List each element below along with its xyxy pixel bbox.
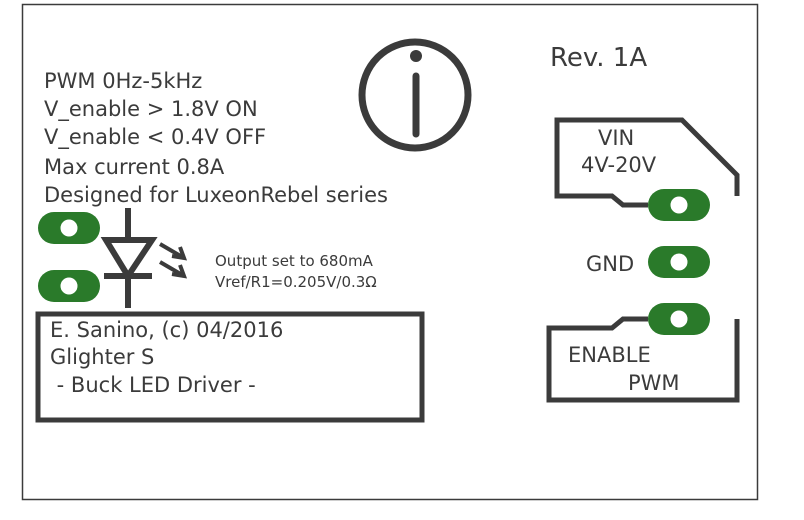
spec-line: V_enable > 1.8V ON — [44, 97, 258, 122]
title-block-frame — [35, 311, 425, 423]
output-note-line2: Vref/R1=0.205V/0.3Ω — [215, 273, 377, 291]
vin-label: VIN — [598, 126, 634, 150]
output-note-line1: Output set to 680mA — [215, 252, 374, 270]
gnd-pad — [648, 246, 710, 278]
gnd-label: GND — [586, 252, 634, 276]
spec-line: V_enable < 0.4V OFF — [44, 125, 266, 150]
vin-range: 4V-20V — [581, 153, 657, 177]
enable-outline — [546, 316, 740, 403]
board-outline — [21, 3, 759, 501]
spec-line: PWM 0Hz-5kHz — [44, 69, 202, 93]
revision-label: Rev. 1A — [550, 43, 647, 73]
vin-outline — [554, 117, 740, 208]
led-diode-icon — [100, 208, 188, 308]
vin-pad — [648, 189, 710, 221]
spec-line: Max current 0.8A — [44, 155, 225, 179]
pwm-label: PWM — [628, 371, 680, 395]
info-icon — [358, 38, 472, 152]
spec-line: Designed for LuxeonRebel series — [44, 183, 388, 207]
title-author: E. Sanino, (c) 04/2016 — [50, 318, 283, 342]
led-pad-cathode — [38, 270, 100, 302]
enable-pad — [648, 303, 710, 335]
title-subtitle: - Buck LED Driver - — [50, 373, 256, 397]
enable-label: ENABLE — [568, 343, 651, 367]
title-product: Glighter S — [50, 345, 154, 369]
led-pad-anode — [38, 212, 100, 244]
